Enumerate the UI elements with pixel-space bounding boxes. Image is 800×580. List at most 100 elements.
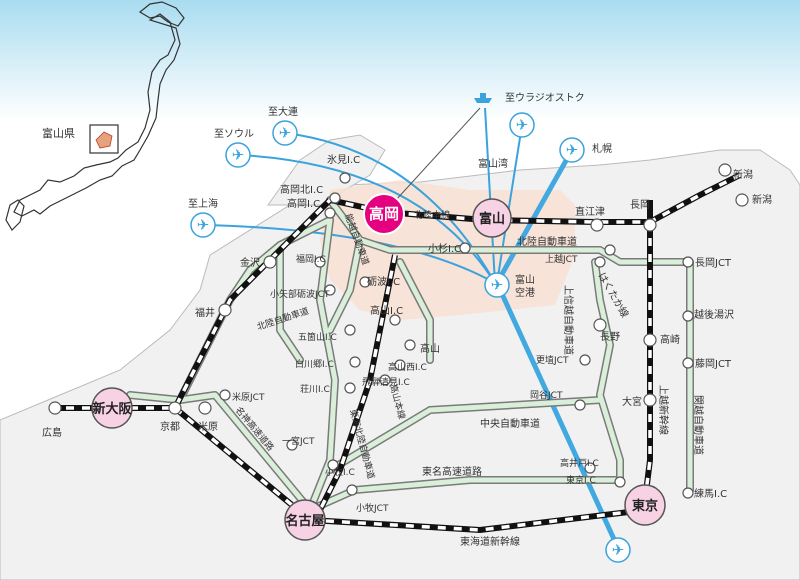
label-joetsu-shinkansen: 上越新幹線 — [657, 385, 670, 435]
svg-text:✈: ✈ — [612, 541, 625, 559]
label-ichinomiya-jct: 一宮JCT — [282, 435, 315, 447]
label-airport-1: 富山 — [515, 273, 535, 286]
label-airport-2: 空港 — [515, 286, 535, 299]
label-chuo-expwy: 中央自動車道 — [480, 417, 540, 430]
label-koshoku-jct: 更埴JCT — [536, 354, 569, 366]
label-komaki-jct: 小牧JCT — [356, 502, 389, 514]
label-joetsu-jct: 上越JCT — [545, 253, 578, 265]
label-tomei-expwy: 東名高速道路 — [422, 465, 482, 478]
node-tokyo-ic — [614, 476, 626, 488]
label-fukuoka-ic: 福岡I.C — [296, 253, 326, 265]
label-nagaoka: 長岡 — [630, 199, 650, 211]
svg-text:✈: ✈ — [232, 146, 245, 164]
node-fukuoka-ic — [314, 256, 326, 268]
label-fukui: 福井 — [195, 306, 215, 319]
node-takaoka-kita — [329, 192, 341, 204]
node-nagaoka — [643, 218, 657, 232]
node-niigata-a — [718, 163, 732, 177]
svg-text:✈: ✈ — [279, 124, 292, 142]
node-gokayama — [344, 324, 356, 336]
inset-toyama-box — [89, 124, 119, 154]
city-takaoka: 高岡 — [369, 205, 399, 223]
svg-text:✈: ✈ — [566, 141, 579, 159]
label-nagaoka-jct: 長岡JCT — [695, 257, 732, 269]
node-nerima — [682, 487, 694, 499]
sea-background — [0, 0, 800, 120]
label-nerima-ic: 練馬I.C — [694, 487, 727, 500]
node-omiya — [643, 393, 657, 407]
node-takasaki — [643, 333, 657, 347]
label-okaya-jct: 岡谷JCT — [530, 390, 563, 401]
dest-vladivostok: 至ウラジオストク — [505, 92, 585, 104]
label-omiya: 大宮 — [622, 395, 642, 408]
label-hidakiyomi-ic: 飛騨清見I.C — [362, 376, 410, 388]
label-fujioka-jct: 藤岡JCT — [695, 358, 732, 370]
city-nagoya-marker — [284, 499, 326, 541]
route-sapporo — [494, 148, 575, 285]
node-shirakawago — [349, 356, 361, 368]
node-takayama-ic — [389, 314, 401, 326]
airplane-icon: ✈ — [509, 112, 535, 138]
node-kosugi — [459, 242, 471, 254]
major-cities: 高岡 富山 新大阪 名古屋 東京 — [91, 193, 666, 541]
label-komaki-ic: 小牧I.C — [325, 466, 355, 478]
airplane-icon: ✈ — [559, 137, 585, 163]
node-naoetsu-b — [604, 244, 616, 256]
route-seoul — [239, 154, 496, 284]
label-joshinetsu-expwy: 上信越自動車道 — [562, 285, 575, 355]
label-nagano: 長野 — [600, 331, 620, 343]
node-koyabe-jct — [324, 284, 336, 296]
label-takaoka-ic: 高岡I.C — [287, 197, 320, 210]
node-hidakiyomi — [379, 374, 391, 386]
svg-text:✈: ✈ — [516, 116, 529, 134]
inset-toyama-shape — [95, 131, 113, 149]
airplane-icon: ✈ — [190, 212, 216, 238]
japan-inset-map: 富山県 — [5, 1, 185, 231]
svg-text:✈: ✈ — [491, 276, 504, 294]
node-tonami — [359, 276, 371, 288]
label-takasaki: 高崎 — [660, 333, 680, 346]
airplanes: ✈ ✈ ✈ ✈ ✈ ✈ ✈ — [190, 93, 631, 563]
label-naoetsu: 直江津 — [575, 205, 605, 218]
city-tokyo-marker — [624, 484, 666, 526]
node-takaido — [584, 462, 596, 474]
node-shokawa — [344, 382, 356, 394]
node-nagaoka-jct — [682, 256, 694, 268]
inset-kyushu — [5, 199, 25, 231]
node-maibara-jct — [219, 389, 231, 401]
label-hokuriku-honsen: 北陸本線 — [414, 209, 450, 221]
dest-shanghai: 至上海 — [188, 197, 218, 210]
inset-hokkaido — [138, 1, 185, 27]
node-yuzawa — [682, 310, 694, 322]
airplane-icon: ✈ — [272, 120, 298, 146]
airplane-icon: ✈ — [484, 272, 510, 298]
svg-text:✈: ✈ — [197, 216, 210, 234]
label-takayamanishi-ic: 高山西I.C — [388, 361, 427, 373]
node-niigata-b — [735, 193, 749, 207]
label-takaoka-kita-ic: 高岡北I.C — [280, 183, 323, 196]
node-kyoto — [168, 401, 182, 415]
inset-prefecture-label: 富山県 — [42, 126, 75, 140]
city-toyama: 富山 — [479, 211, 505, 227]
label-himi-ic: 氷見I.C — [327, 153, 360, 166]
node-nagano — [593, 318, 607, 332]
node-takayama — [404, 339, 416, 351]
city-tokyo: 東京 — [632, 498, 658, 514]
label-takayama-ic: 高山I.C — [370, 304, 403, 317]
label-kanetsu-expwy: 関越自動車道 — [692, 395, 705, 455]
node-hiroshima — [48, 401, 62, 415]
node-joetsu-jct — [594, 256, 606, 268]
node-himi — [339, 172, 351, 184]
label-maibara: 米原 — [198, 420, 218, 433]
label-shirakawago-ic: 白川郷I.C — [295, 358, 334, 370]
node-fujioka — [682, 357, 694, 369]
label-takayama: 高山 — [420, 342, 440, 355]
node-koshoku — [579, 354, 591, 366]
label-kanazawa: 金沢 — [240, 256, 260, 269]
city-shinosaka-marker — [91, 387, 133, 429]
label-hiroshima: 広島 — [42, 426, 62, 439]
nodes — [48, 163, 749, 499]
label-toyama-bay: 富山湾 — [478, 157, 508, 170]
label-echigo-yuzawa: 越後湯沢 — [694, 308, 734, 321]
